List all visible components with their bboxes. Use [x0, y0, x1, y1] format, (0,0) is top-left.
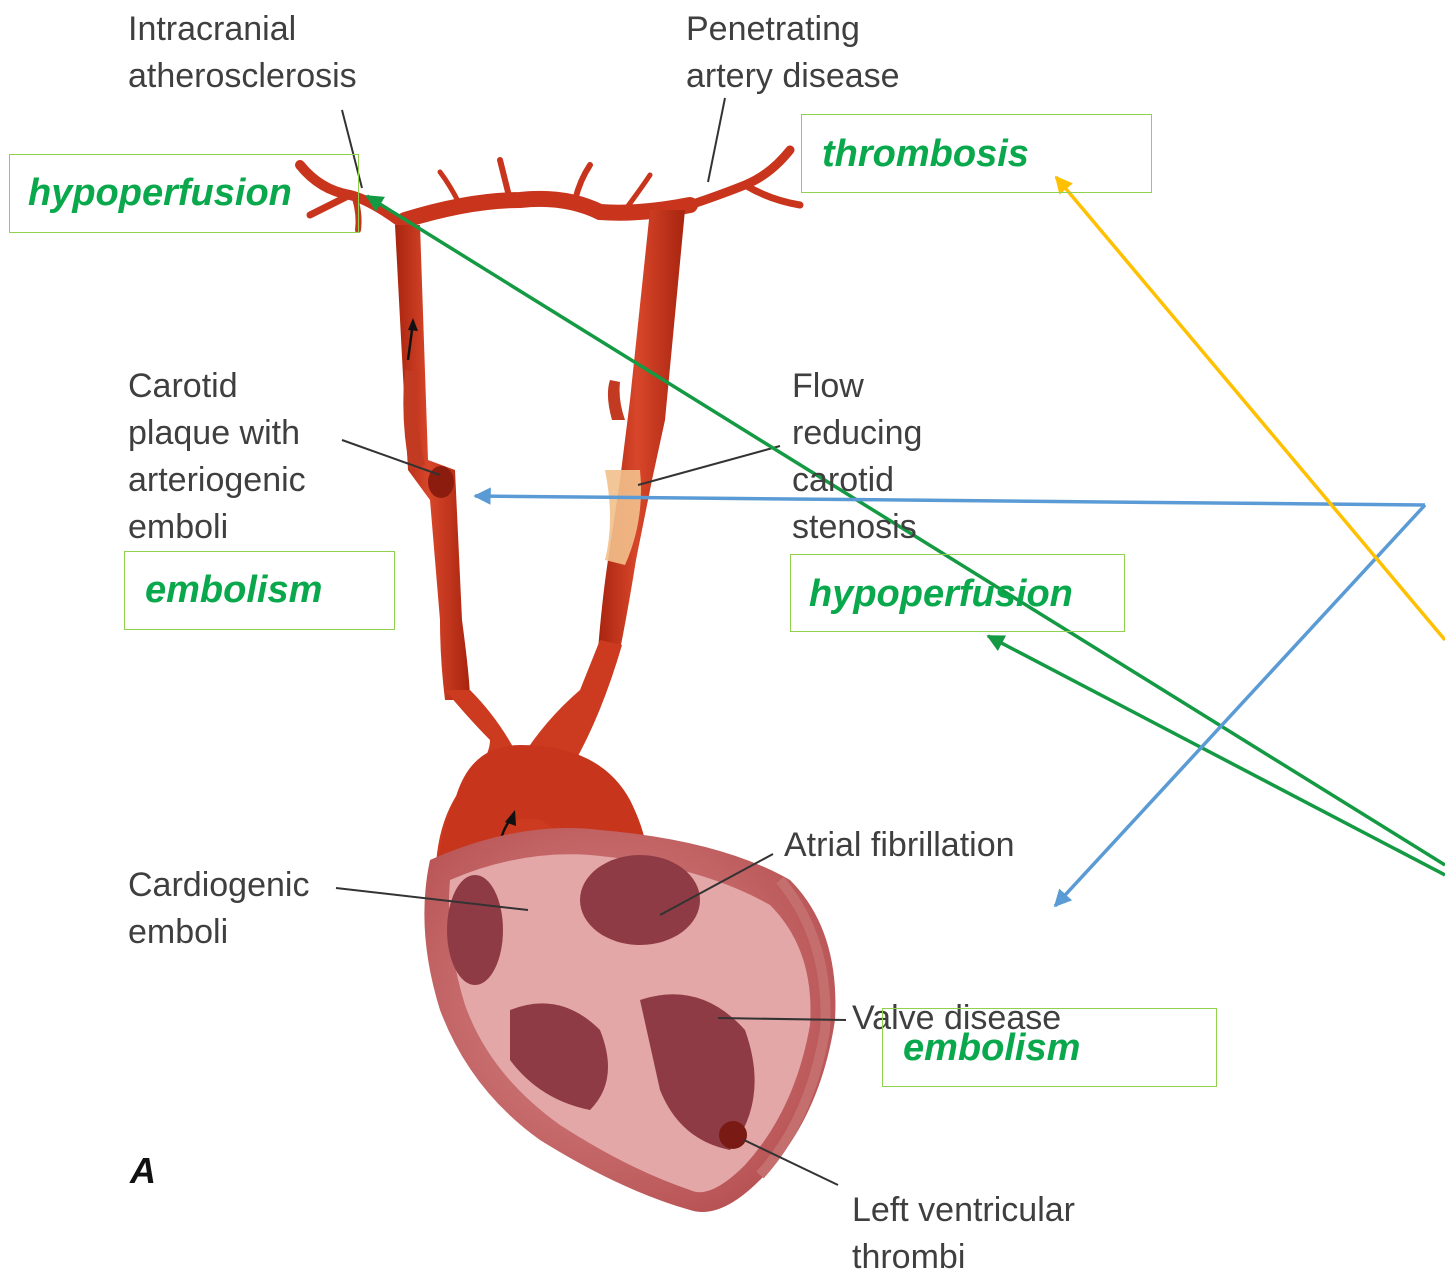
- label-carotid-plaque: Carotid plaque with arteriogenic emboli: [128, 363, 306, 551]
- label-intracranial-atherosclerosis: Intracranial atherosclerosis: [128, 6, 357, 100]
- mechanism-text: embolism: [903, 1027, 1080, 1070]
- mechanism-box-top-left: hypoperfusion: [9, 154, 359, 233]
- panel-letter: A: [130, 1150, 156, 1192]
- mechanism-box-top-right: thrombosis: [801, 114, 1152, 193]
- label-atrial-fibrillation: Atrial fibrillation: [784, 822, 1015, 869]
- label-cardiogenic-emboli: Cardiogenic emboli: [128, 862, 309, 956]
- label-flow-reducing-stenosis: Flow reducing carotid stenosis: [792, 363, 922, 551]
- mechanism-text: embolism: [145, 569, 322, 612]
- mechanism-box-mid-left: embolism: [124, 551, 395, 630]
- mechanism-text: thrombosis: [822, 133, 1029, 176]
- intracranial-arteries: [300, 150, 800, 230]
- mechanism-text: hypoperfusion: [28, 172, 292, 215]
- mechanism-box-bottom-right: embolism: [882, 1008, 1217, 1087]
- label-penetrating-artery-disease: Penetrating artery disease: [686, 6, 900, 100]
- label-left-ventricular-thrombi: Left ventricular thrombi: [852, 1187, 1075, 1281]
- mechanism-box-mid-right: hypoperfusion: [790, 554, 1125, 632]
- green-arrow-to-mid-hypoperfusion: [988, 636, 1445, 875]
- mechanism-text: hypoperfusion: [809, 573, 1073, 616]
- right-carotid-artery: [598, 210, 685, 650]
